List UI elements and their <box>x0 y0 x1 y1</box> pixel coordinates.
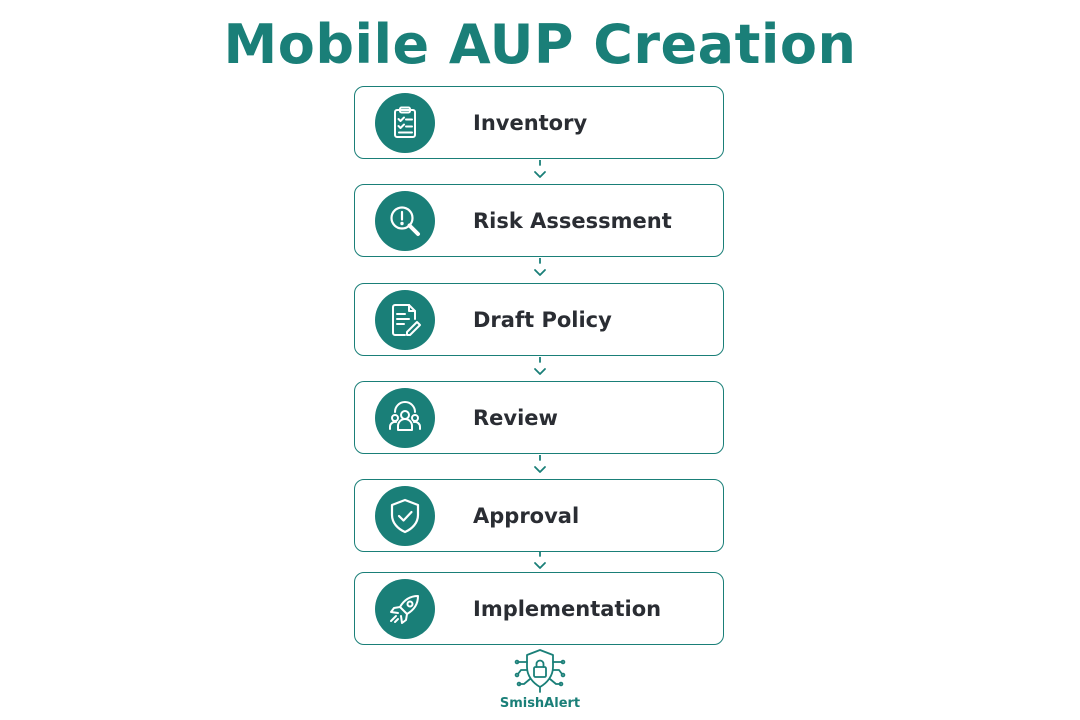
connector-arrow <box>532 357 548 379</box>
rocket-icon <box>375 578 435 639</box>
step-label: Inventory <box>473 110 588 135</box>
step-label: Draft Policy <box>473 307 612 332</box>
step-label: Implementation <box>473 596 662 621</box>
brand-logo: SmishAlert <box>490 648 590 711</box>
page-title: Mobile AUP Creation <box>223 13 857 76</box>
magnifier-alert-icon <box>375 190 435 251</box>
shield-lock-circuit-icon <box>514 649 566 693</box>
clipboard-checklist-icon <box>375 92 435 153</box>
step-label: Review <box>473 405 558 430</box>
connector-arrow <box>532 551 548 573</box>
document-pencil-icon <box>375 289 435 350</box>
shield-check-icon <box>375 485 435 546</box>
step-inventory: Inventory <box>354 86 724 159</box>
brand-name: SmishAlert <box>499 696 581 711</box>
step-label: Risk Assessment <box>473 208 672 233</box>
step-implementation: Implementation <box>354 572 724 645</box>
step-risk-assessment: Risk Assessment <box>354 184 724 257</box>
team-icon <box>375 387 435 448</box>
connector-arrow <box>532 160 548 182</box>
step-review: Review <box>354 381 724 454</box>
step-draft-policy: Draft Policy <box>354 283 724 356</box>
step-approval: Approval <box>354 479 724 552</box>
connector-arrow <box>532 455 548 477</box>
step-label: Approval <box>473 503 580 528</box>
connector-arrow <box>532 258 548 280</box>
